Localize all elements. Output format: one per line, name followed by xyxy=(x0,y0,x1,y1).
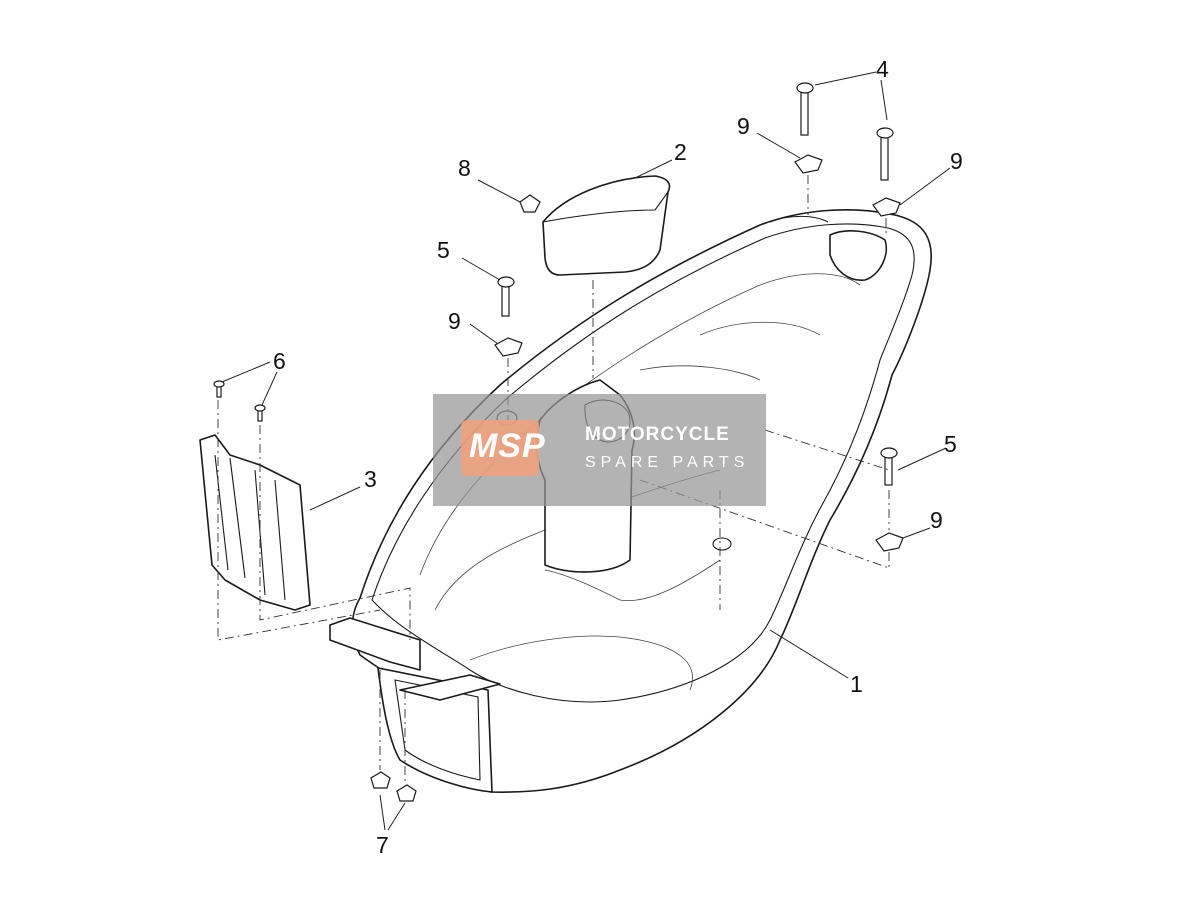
watermark-subtitle: SPARE PARTS xyxy=(585,454,750,471)
watermark-title: MOTORCYCLE xyxy=(585,424,730,445)
watermark-logo-badge xyxy=(461,420,539,476)
callout-labels: 1 2 3 4 5 5 6 7 8 9 9 9 9 xyxy=(273,56,963,858)
callout-9d: 9 xyxy=(930,507,943,533)
callout-9b: 9 xyxy=(950,148,963,174)
watermark: MSP MOTORCYCLE SPARE PARTS xyxy=(433,394,766,506)
callout-9a: 9 xyxy=(737,113,750,139)
callout-7: 7 xyxy=(376,832,389,858)
side-panel xyxy=(199,434,311,611)
callout-9c: 9 xyxy=(448,308,461,334)
callout-2: 2 xyxy=(674,139,687,165)
hardware xyxy=(213,82,904,802)
callout-5a: 5 xyxy=(437,237,450,263)
cover-lid xyxy=(542,175,671,276)
callout-8: 8 xyxy=(458,155,471,181)
callout-3: 3 xyxy=(364,466,377,492)
callout-4: 4 xyxy=(876,56,889,82)
callout-6: 6 xyxy=(273,348,286,374)
watermark-logo: MSP xyxy=(469,427,546,465)
callout-1: 1 xyxy=(850,671,863,697)
callout-5b: 5 xyxy=(944,431,957,457)
leader-lines xyxy=(221,71,951,831)
